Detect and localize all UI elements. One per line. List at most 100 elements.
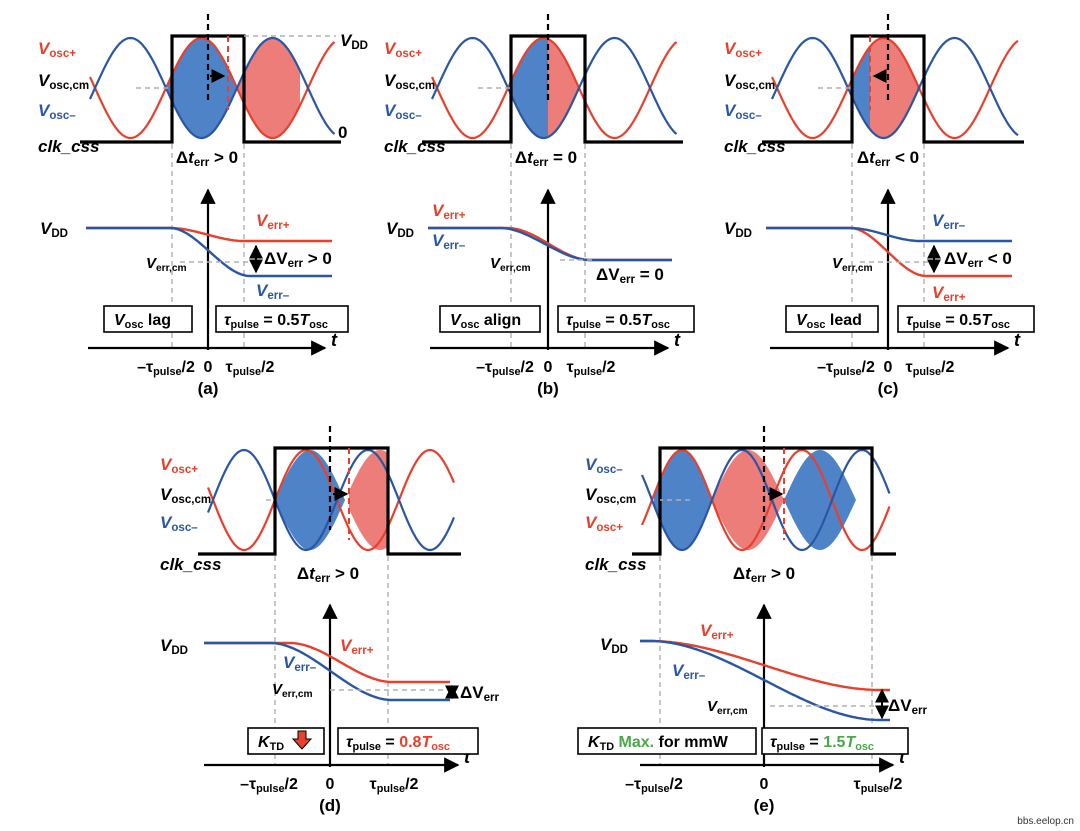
label-delta-t-err-part: < 0 <box>890 148 919 167</box>
label-vosc-cm-part: osc,cm <box>596 494 636 506</box>
tick-zero-part: 0 <box>204 359 213 376</box>
label-delta-t-err-part: t <box>745 564 752 583</box>
box-condition-text-part: align <box>479 312 521 329</box>
label-delta-t-err-part: > 0 <box>330 564 359 583</box>
panel-caption-part: (e) <box>754 796 775 815</box>
label-verr-cm-part: err,cm <box>842 263 873 274</box>
label-vosc-top: Vosc+ <box>724 39 762 60</box>
box-condition <box>103 305 193 333</box>
label-verr-cm: Verr,cm <box>490 255 531 274</box>
label-vdd-part: V <box>386 219 399 238</box>
box-pulse-width-text-part: pulse <box>573 319 601 331</box>
box-condition-text-part: K <box>588 734 601 751</box>
verr-minus-curve <box>428 226 672 262</box>
box-pulse-width-text-part: T <box>421 734 432 751</box>
label-vosc-cm: Vosc,cm <box>384 71 435 92</box>
label-vosc-bottom: Vosc– <box>724 101 762 122</box>
label-vdd-part: V <box>160 636 173 655</box>
label-vosc-bottom-part: osc– <box>395 110 422 122</box>
label-vdd-top-part: V <box>340 31 353 50</box>
box-pulse-width-text-part: osc <box>431 741 450 753</box>
box-pulse-width-text-part: osc <box>855 741 874 753</box>
label-verr-plus-part: V <box>700 621 713 640</box>
label-verr-plus: Verr+ <box>432 201 466 222</box>
box-condition-text-part: V <box>796 312 808 329</box>
verr-minus-curve <box>640 639 890 722</box>
tick-zero: 0 <box>884 359 893 376</box>
label-vosc-cm: Vosc,cm <box>585 485 636 506</box>
label-vosc-top-part: osc+ <box>395 48 422 60</box>
label-verr-minus: Verr– <box>283 653 317 674</box>
tick-pos-half-part: pulse <box>233 366 261 378</box>
label-delta-t-err-part: Δ <box>297 564 309 583</box>
label-verr-cm-part: V <box>272 681 284 698</box>
box-pulse-width-text-part: pulse <box>353 741 381 753</box>
label-verr-cm-part: err,cm <box>282 689 313 700</box>
vosc-minus-curve <box>206 448 456 552</box>
label-delta-t-err: Δterr = 0 <box>515 148 577 169</box>
box-condition <box>785 305 879 333</box>
box-condition-text: KTD Max. for mmW <box>588 734 729 753</box>
tick-zero: 0 <box>760 776 769 793</box>
box-pulse-width-text: τpulse = 0.5Tosc <box>566 312 670 331</box>
watermark: bbs.eelop.cn <box>1017 816 1074 827</box>
tick-pos-half: τpulse/2 <box>226 359 275 378</box>
box-pulse-width-text-part: τ <box>346 734 354 751</box>
label-vosc-cm-part: osc,cm <box>171 494 211 506</box>
box-condition-text-part: Max. <box>614 734 654 751</box>
box-pulse-width <box>761 727 909 755</box>
panel-caption: (e) <box>754 796 775 815</box>
vosc-plus-curve <box>640 448 891 552</box>
label-verr-cm: Verr,cm <box>832 255 873 274</box>
label-verr-plus-part: err+ <box>943 292 965 304</box>
label-vosc-bottom: Vosc– <box>160 513 198 534</box>
label-vosc-cm-part: osc,cm <box>49 80 89 92</box>
panel-caption: (d) <box>319 796 341 815</box>
label-vosc-top-part: osc+ <box>735 48 762 60</box>
box-pulse-width-text-part: pulse <box>231 319 259 331</box>
label-delta-t-err: Δterr > 0 <box>297 564 359 585</box>
label-vosc-cm-part: V <box>724 71 737 90</box>
box-pulse-width-text-part: pulse <box>777 741 805 753</box>
label-verr-plus-part: err+ <box>711 630 733 642</box>
label-delta-verr: ΔVerr = 0 <box>596 265 664 286</box>
label-vosc-bottom: Vosc– <box>38 101 76 122</box>
label-delta-t-err: Δterr < 0 <box>857 148 919 169</box>
tick-neg-half-part: –τ <box>137 359 153 376</box>
label-verr-cm-part: err,cm <box>500 263 531 274</box>
label-delta-verr: ΔVerr > 0 <box>264 249 332 270</box>
tick-neg-half-part: –τ <box>240 776 256 793</box>
label-clk-css-part: clk_css <box>585 555 646 574</box>
label-vosc-top-part: V <box>38 39 51 58</box>
label-vosc-bottom-part: V <box>160 513 173 532</box>
box-condition-text-part: osc <box>461 319 480 331</box>
tick-pos-half-part: /2 <box>941 359 954 376</box>
label-vdd-part: DD <box>611 644 628 656</box>
box-pulse-width-text: τpulse = 0.5Tosc <box>224 312 328 331</box>
label-clk-css-part: clk_css <box>160 555 221 574</box>
panel-caption-part: (c) <box>878 379 899 398</box>
label-vosc-bottom-part: V <box>384 101 397 120</box>
tick-pos-half-part: pulse <box>574 366 602 378</box>
label-vdd: VDD <box>724 219 752 240</box>
label-delta-t-err-part: Δ <box>176 148 188 167</box>
box-condition-text: Vosc align <box>450 312 521 331</box>
label-verr-plus-part: V <box>932 283 945 302</box>
label-delta-t-err-part: t <box>869 148 876 167</box>
panel-d-fills <box>275 450 388 550</box>
label-delta-verr-part: err <box>620 274 636 286</box>
tick-pos-half: τpulse/2 <box>370 776 419 795</box>
box-condition-text: Vosc lag <box>114 312 171 331</box>
box-condition-text-part: TD <box>270 741 285 753</box>
label-vdd: VDD <box>160 636 188 657</box>
lobe-fill <box>852 46 870 130</box>
tick-neg-half-part: –τ <box>476 359 492 376</box>
box-pulse-width-text-part: = <box>381 734 399 751</box>
box-pulse-width-text-part: 0.8 <box>399 734 421 751</box>
panel-caption: (c) <box>878 379 899 398</box>
tick-pos-half-part: pulse <box>377 783 405 795</box>
label-delta-verr: ΔVerr <box>888 696 927 717</box>
box-pulse-width-text-part: T <box>981 312 992 329</box>
label-delta-t-err: Δterr > 0 <box>733 564 795 585</box>
